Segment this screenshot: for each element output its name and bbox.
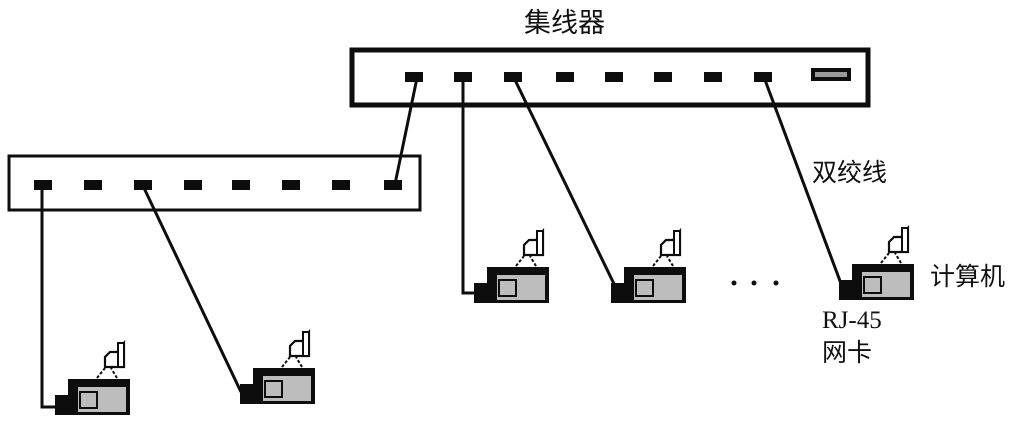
computer-icon [240,328,315,404]
computer-icon [611,227,686,303]
hub-label: 集线器 [524,8,605,39]
cable-pc1 [40,187,60,409]
hub-port [405,72,423,82]
cable-pc2 [142,187,243,393]
hub-port [134,180,152,190]
hub-port [84,180,102,190]
computer-label: 计算机 [930,262,1006,291]
cable-pc4 [513,79,618,289]
computer-icon [839,224,914,300]
computer-icon [474,227,549,303]
secondary-hub [7,154,422,212]
hub-port [454,72,472,82]
rj45-label: RJ-45 [822,307,882,334]
cable-pc5 [763,79,845,290]
nic-label: 网卡 [822,338,873,367]
hub-port [232,180,250,190]
cable-uplink [393,77,419,185]
hub-port [605,72,623,82]
twisted-pair-label: 双绞线 [812,158,888,187]
hub-port [332,180,350,190]
cables [40,77,845,409]
ellipsis-dots [731,280,779,286]
hub-port [384,180,402,190]
hub-port [754,72,772,82]
hub-port [184,180,202,190]
hub-port [34,180,52,190]
hub-port [654,72,672,82]
hub-port [282,180,300,190]
hub-port [504,72,522,82]
computer-icon [55,339,130,415]
hub-port [704,72,722,82]
cable-pc3 [461,78,478,295]
hub-port [556,72,574,82]
main-hub [349,47,871,108]
